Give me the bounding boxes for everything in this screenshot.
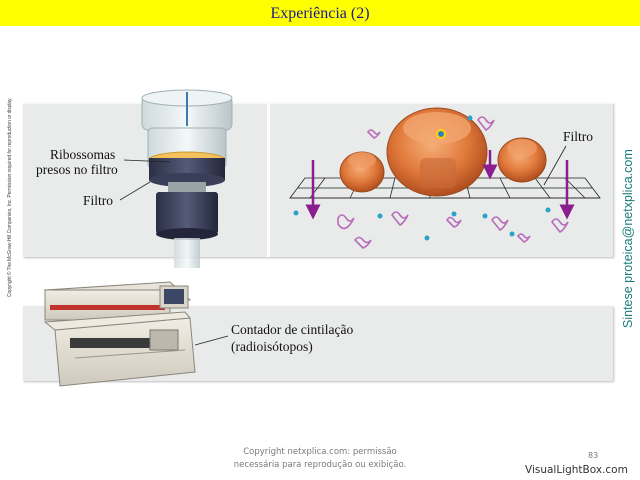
label-ribosomes-line1: Ribossomas — [50, 147, 116, 162]
ribosome-small-left — [339, 151, 385, 193]
watermark-text: VisualLightBox.com — [525, 464, 628, 476]
panel-divider — [267, 103, 270, 257]
footer-line-1: Copyright netxplica.com: permissão — [243, 447, 397, 457]
radiolabel-dots — [293, 115, 551, 241]
label-filter-left: Filtro — [83, 193, 114, 208]
label-counter-line2: (radioisótopos) — [231, 339, 313, 354]
filtration-apparatus — [141, 89, 233, 268]
label-ribosomes-line2: presos no filtro — [36, 162, 118, 177]
footer-line-2: necessária para reprodução ou exibição. — [233, 460, 407, 470]
filter-grid — [289, 177, 601, 199]
scintillation-counter — [43, 281, 196, 387]
ribosome-large-center — [386, 107, 488, 197]
brand-vertical-text: Sintese proteica@netxplica.com — [621, 149, 635, 328]
flow-arrows — [305, 150, 575, 220]
page-number: 83 — [588, 451, 599, 460]
label-counter-line1: Contador de cintilação — [231, 322, 354, 337]
slide-title: Experiência (2) — [270, 5, 370, 22]
ribosome-small-right — [497, 137, 547, 183]
trna-molecules — [337, 116, 569, 249]
title-bar: Experiência (2) — [0, 0, 640, 26]
label-filter-right: Filtro — [563, 129, 594, 144]
footer-copyright: Copyright netxplica.com: permissão neces… — [210, 446, 430, 472]
